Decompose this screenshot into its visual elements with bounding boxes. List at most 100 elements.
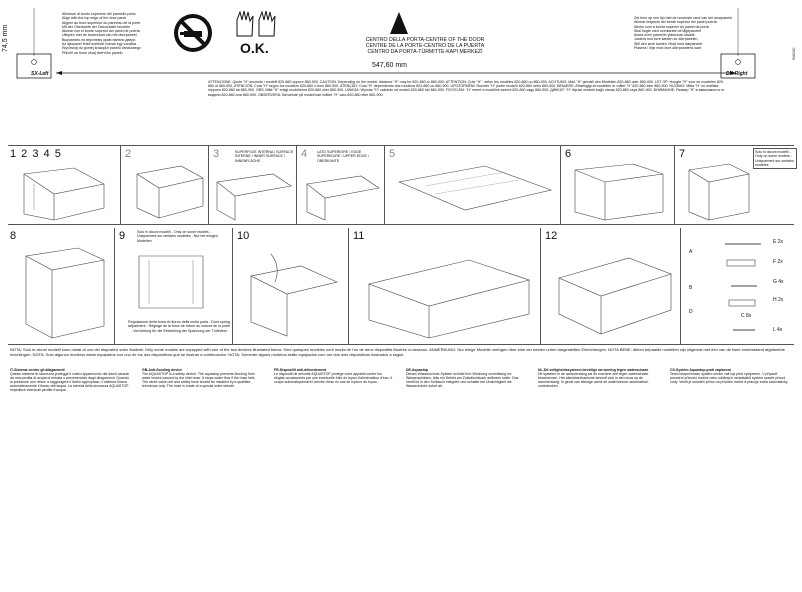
header-section: 74,5 mm SX-Left Allineare al bordo super…	[0, 0, 802, 79]
lang-title: IT-Sistema contro gli allagamenti	[10, 368, 65, 372]
part-extra-a: A	[689, 249, 693, 255]
lang-col-nl: NL-Dit veiligheidssysteem beveiligt uw w…	[538, 368, 657, 388]
step-12-panel: 12	[540, 228, 681, 344]
ok-label: O.K.	[240, 40, 269, 56]
step-6-number: 6	[565, 148, 572, 160]
lang-body: The AQUASTOP is a safety device. The aqu…	[142, 372, 256, 389]
center-line: CENTRO DA PORTA-TÜRMITTE-KAPI MERKEZİ	[367, 48, 483, 55]
step-2-number: 2	[125, 148, 132, 160]
right-line: Skal flugte med overkanten af lågepanele…	[634, 28, 702, 33]
lang-title: FR-Dispositif anti-débordement	[274, 368, 327, 372]
part-qty: 4x	[777, 327, 783, 333]
right-warning-block: Zet hem op een lijn met de bovenste rand…	[634, 16, 750, 50]
language-columns: IT-Sistema contro gli allagamenti Questo…	[10, 368, 794, 588]
warning-line: Align with the top edge of the door pane…	[62, 16, 127, 21]
warning-line: Выровнять по верхнему краю панели двери	[62, 37, 136, 42]
right-line: Alinhe com a borda superior do painel da…	[634, 24, 709, 29]
lang-body: Le dispositif de sécurité AQUASTOP protè…	[274, 372, 393, 385]
step-5-number: 5	[389, 148, 396, 160]
part-qty: 4x	[778, 279, 784, 285]
warning-line: Přiložit na horní okraj dveřního panelu	[62, 50, 123, 55]
step-12-number: 12	[545, 230, 558, 242]
center-triangle-icon	[390, 12, 408, 34]
part-qty: 2x	[777, 239, 784, 245]
warning-line: Mit der Oberkante der Dekorplatte bündel…	[62, 24, 131, 29]
step-4-label: LATO SUPERIORE / EDGE SUPERIEURE / UPPER…	[317, 150, 369, 163]
lang-title: GB-Anti-flooding device	[142, 368, 183, 372]
attention-text: ATTENZIONE: Quote "H" secondo i modelli …	[208, 80, 725, 97]
sx-label: SX-Left	[31, 71, 49, 77]
gloves-icon	[236, 10, 276, 37]
step-9-number: 9	[119, 230, 126, 242]
step-10-illustration	[250, 253, 338, 337]
step-7-label: Solo in alcuni modelli - Only on some mo…	[753, 148, 797, 170]
part-g: G 4x	[773, 279, 784, 286]
dimension-line	[56, 71, 736, 75]
parts-list: A B D E 2x F 2x G 4x H 2x C 8x L 4x	[680, 228, 795, 344]
dim-horizontal-label: 547,60 mm	[370, 62, 410, 69]
center-title: CENTRO DELLA PORTA-CENTRE OF THE DOOR CE…	[340, 37, 510, 55]
step-6-illustration	[574, 163, 664, 221]
step-1-number: 1 2 3 4 5	[10, 148, 62, 160]
step-3-number: 3	[213, 148, 220, 160]
step-10-number: 10	[237, 230, 250, 242]
step-10-panel: 10	[232, 228, 349, 344]
step-7-number: 7	[679, 148, 686, 160]
step-4-number: 4	[301, 148, 308, 160]
note-text: NOTA: Solo in alcuni modelli sono dotati…	[10, 347, 785, 357]
step-3-label: SUPERFICIE INTERNA / SURFACE INTERNE / I…	[235, 150, 294, 163]
step-9-label: Solo in alcuni modelli - Only on some mo…	[137, 230, 218, 243]
part-f: F 2x	[773, 259, 783, 266]
part-extra-b: B	[689, 285, 693, 291]
warning-line: Aligner au bord supérieur du panneau de …	[62, 20, 141, 25]
part-letter: L	[773, 327, 776, 333]
step-9-panel: 9 Solo in alcuni modelli - Only on some …	[114, 228, 233, 344]
right-line: Still den øvre kanten i flukt med dørpan…	[634, 41, 703, 46]
step-8-illustration	[25, 247, 105, 339]
step-11-number: 11	[353, 230, 365, 242]
right-line: Zet hem op een lijn met de bovenste rand…	[634, 16, 733, 20]
warning-line: Wyrównaj do górnej krawędzi panelu drzwi…	[62, 46, 141, 51]
part-letter: E	[773, 239, 777, 245]
part-l: L 4x	[773, 327, 783, 334]
step-7-panel: 7 Solo in alcuni modelli - Only on some …	[674, 146, 797, 224]
part-qty: 8x	[746, 313, 752, 319]
warning-line: Uitlijnen met de bovenrand van het deurp…	[62, 33, 137, 38]
step-8-number: 8	[10, 230, 17, 242]
lang-col-cs: CS-Systém Aquastop proti zaplavení Tento…	[670, 368, 789, 384]
center-line: CENTRO DELLA PORTA-CENTRE OF THE DOOR	[365, 37, 485, 43]
warning-line: Alinear con el borde superior del panel …	[62, 29, 140, 34]
lang-col-gb: GB-Anti-flooding device The AQUASTOP is …	[142, 368, 261, 388]
right-line: Aseta oven paneelin yläreunan tasalle	[634, 33, 695, 38]
warning-line: Allineare al bordo superiore del pannell…	[62, 12, 136, 16]
step-8-panel: 8	[8, 228, 114, 344]
lang-col-it: IT-Sistema contro gli allagamenti Questo…	[10, 368, 129, 393]
part-qty: 2x	[778, 297, 784, 303]
right-line: Alinear respecto del borde superior del …	[634, 20, 717, 25]
step-2-panel: 2	[120, 146, 209, 224]
mounting-template-left	[16, 8, 52, 79]
step-5-panel: 5	[384, 146, 561, 224]
lang-body: Dit systeem in de aanvoerslang zal de ma…	[538, 372, 649, 389]
lang-col-de: DE-Aquastop Dieses Wasserschutz-System s…	[406, 368, 525, 388]
part-letter: F	[773, 259, 777, 265]
lang-body: Tento bezpečnostní systém chrání váš byt…	[670, 372, 789, 385]
step-1-illustration	[23, 167, 105, 221]
warning-line: Az ajtópanel felső szélével holzak egy v…	[62, 42, 137, 47]
part-qty: 2x	[777, 259, 783, 265]
part-c: C 8x	[741, 313, 752, 320]
side-code: 91613C	[792, 47, 796, 60]
step-9-illustration	[138, 255, 204, 309]
dim-vertical-label: 74,5 mm	[2, 24, 9, 52]
no-drill-icon	[174, 14, 212, 52]
screw-icon	[725, 243, 761, 331]
part-h: H 2x	[773, 297, 784, 304]
step-3-panel: 3 SUPERFICIE INTERNA / SURFACE INTERNE /…	[208, 146, 297, 224]
step-11-illustration	[367, 259, 531, 339]
part-e: E 2x	[773, 239, 784, 246]
step-7-illustration	[688, 163, 750, 221]
step-3-illustration	[216, 173, 292, 221]
step-2-illustration	[136, 165, 204, 219]
step-11-panel: 11	[348, 228, 541, 344]
step-4-illustration	[306, 175, 380, 221]
